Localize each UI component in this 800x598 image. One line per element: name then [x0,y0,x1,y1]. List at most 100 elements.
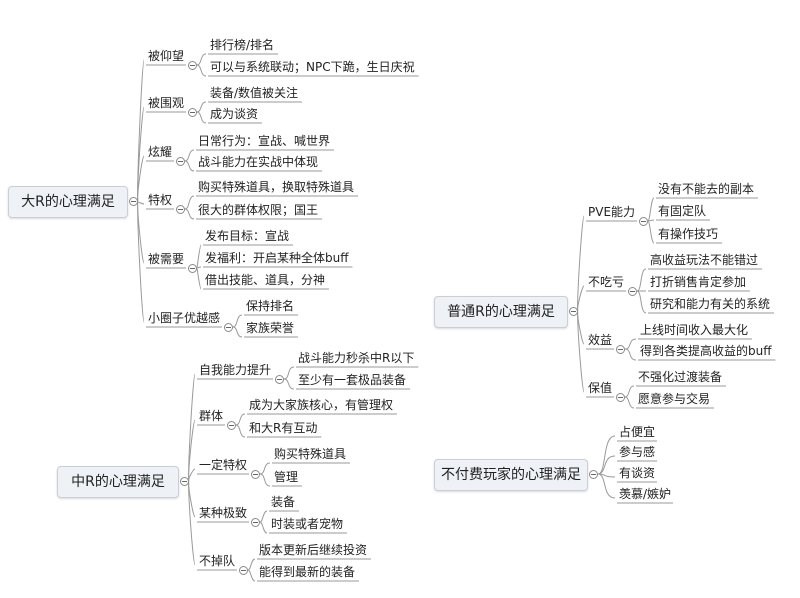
leaf-connector [184,195,195,210]
leaf-label: 至少有一套极品装备 [298,373,407,387]
leaf-connector [283,378,295,390]
branch-label: 自我能力提升 [199,363,272,377]
leaf-label: 研究和能力有关的系统 [650,297,771,311]
leaf-label: 时装或者宠物 [271,517,344,531]
leaf-label: 和大R有互动 [249,421,318,435]
leaf-label: 日常行为：宣战、喊世界 [198,134,331,148]
leaf-connector [196,53,207,66]
branch-label: 占便宜 [619,425,656,439]
root-collapse-toggle[interactable] [129,197,138,206]
branch-label: 被需要 [148,252,185,266]
leaf-connector [259,521,268,534]
leaf-label: 借出技能、道具，分神 [205,273,326,287]
leaf-connector [184,149,195,162]
leaf-label: 发布目标：宣战 [205,229,290,243]
leaf-label: 很大的群体权限；国王 [198,203,319,217]
leaf-connector [232,326,243,338]
root-node[interactable]: 中R的心理满足 [57,466,179,498]
leaf-connector [247,558,256,571]
leaf-label: 家族荣誉 [246,321,295,335]
leaf-connector [259,462,271,475]
branch-label: 被围观 [148,96,185,110]
branch-label: PVE能力 [588,205,636,219]
branch-connector [137,200,145,323]
leaf-connector [196,64,207,77]
branch-label: 炫耀 [148,145,173,159]
branch-collapse-toggle[interactable] [616,345,625,354]
leaf-label: 成为大家族核心，有管理权 [249,398,394,412]
branch-collapse-toggle[interactable] [224,323,233,332]
leaf-label: 有操作技巧 [658,227,719,241]
branch-connector [188,480,196,566]
leaf-label: 购买特殊道具 [274,447,347,461]
leaf-label: 战斗能力在实战中体现 [198,155,319,169]
leaf-connector [196,101,207,113]
branch-label: 效益 [588,333,613,347]
leaf-connector [196,267,202,290]
branch-collapse-toggle[interactable] [188,61,197,70]
leaf-label: 购买特殊道具，换取特殊道具 [198,180,355,194]
branch-collapse-toggle[interactable] [275,375,284,384]
branch-collapse-toggle[interactable] [616,393,625,402]
root-node[interactable]: 不付费玩家的心理满足 [434,459,588,491]
root-node[interactable]: 大R的心理满足 [8,186,128,218]
leaf-label: 发福利：开启某种全体buff [205,251,349,265]
branch-collapse-toggle[interactable] [227,421,236,430]
branch-label: 参与感 [619,445,656,459]
leaf-label: 没有不能去的副本 [658,182,755,196]
leaf-label: 版本更新后继续投资 [259,543,368,557]
branch-collapse-toggle[interactable] [628,287,637,296]
leaf-connector [259,510,268,523]
leaf-label: 排行榜/排名 [210,38,275,52]
leaf-connector [636,268,647,292]
leaf-label: 高收益玩法不能错过 [650,253,759,267]
leaf-connector [235,413,246,426]
branch-connector [597,435,616,475]
leaf-label: 能得到最新的装备 [259,565,356,579]
branch-collapse-toggle[interactable] [251,518,260,527]
branch-label: 羡慕/嫉妒 [619,487,672,501]
branch-label: 被仰望 [148,49,185,63]
branch-connector [597,473,616,499]
branch-collapse-toggle[interactable] [639,217,649,226]
branch-collapse-toggle[interactable] [239,566,248,575]
leaf-label: 打折销售肯定参加 [650,275,747,289]
leaf-label: 管理 [274,470,299,484]
leaf-connector [247,569,256,582]
leaf-label: 上线时间收入最大化 [640,323,749,337]
branch-label: 一定特权 [199,458,248,472]
branch-label: 保值 [588,381,613,395]
leaf-label: 成为谈资 [210,107,259,121]
branch-collapse-toggle[interactable] [188,264,197,273]
root-collapse-toggle[interactable] [180,477,189,486]
branch-collapse-toggle[interactable] [176,205,185,214]
leaf-label: 得到各类提高收益的buff [640,344,772,358]
root-node[interactable]: 普通R的心理满足 [434,296,568,328]
leaf-connector [235,424,246,438]
branch-connector [597,455,616,475]
leaf-connector [624,348,637,361]
leaf-label: 保持排名 [246,299,295,313]
leaf-connector [232,314,243,328]
branch-label: 有谈资 [619,466,656,480]
leaf-connector [196,244,202,269]
branch-connector [137,200,145,205]
branch-label: 某种极致 [199,506,248,520]
leaf-connector [184,208,195,220]
root-collapse-toggle[interactable] [589,470,598,479]
branch-collapse-toggle[interactable] [251,470,260,479]
branch-collapse-toggle[interactable] [188,108,197,117]
leaf-connector [624,385,635,398]
leaf-connector [196,111,207,124]
leaf-label: 有固定队 [658,204,707,218]
root-collapse-toggle[interactable] [569,307,578,316]
leaf-label: 不强化过渡装备 [638,370,723,384]
leaf-connector [647,220,655,244]
branch-collapse-toggle[interactable] [176,157,185,166]
leaf-label: 愿意参与交易 [638,392,711,406]
leaf-connector [624,338,637,350]
leaf-connector [647,197,655,222]
leaf-connector [636,290,647,314]
leaf-label: 可以与系统联动；NPC下跪，生日庆祝 [210,60,415,74]
